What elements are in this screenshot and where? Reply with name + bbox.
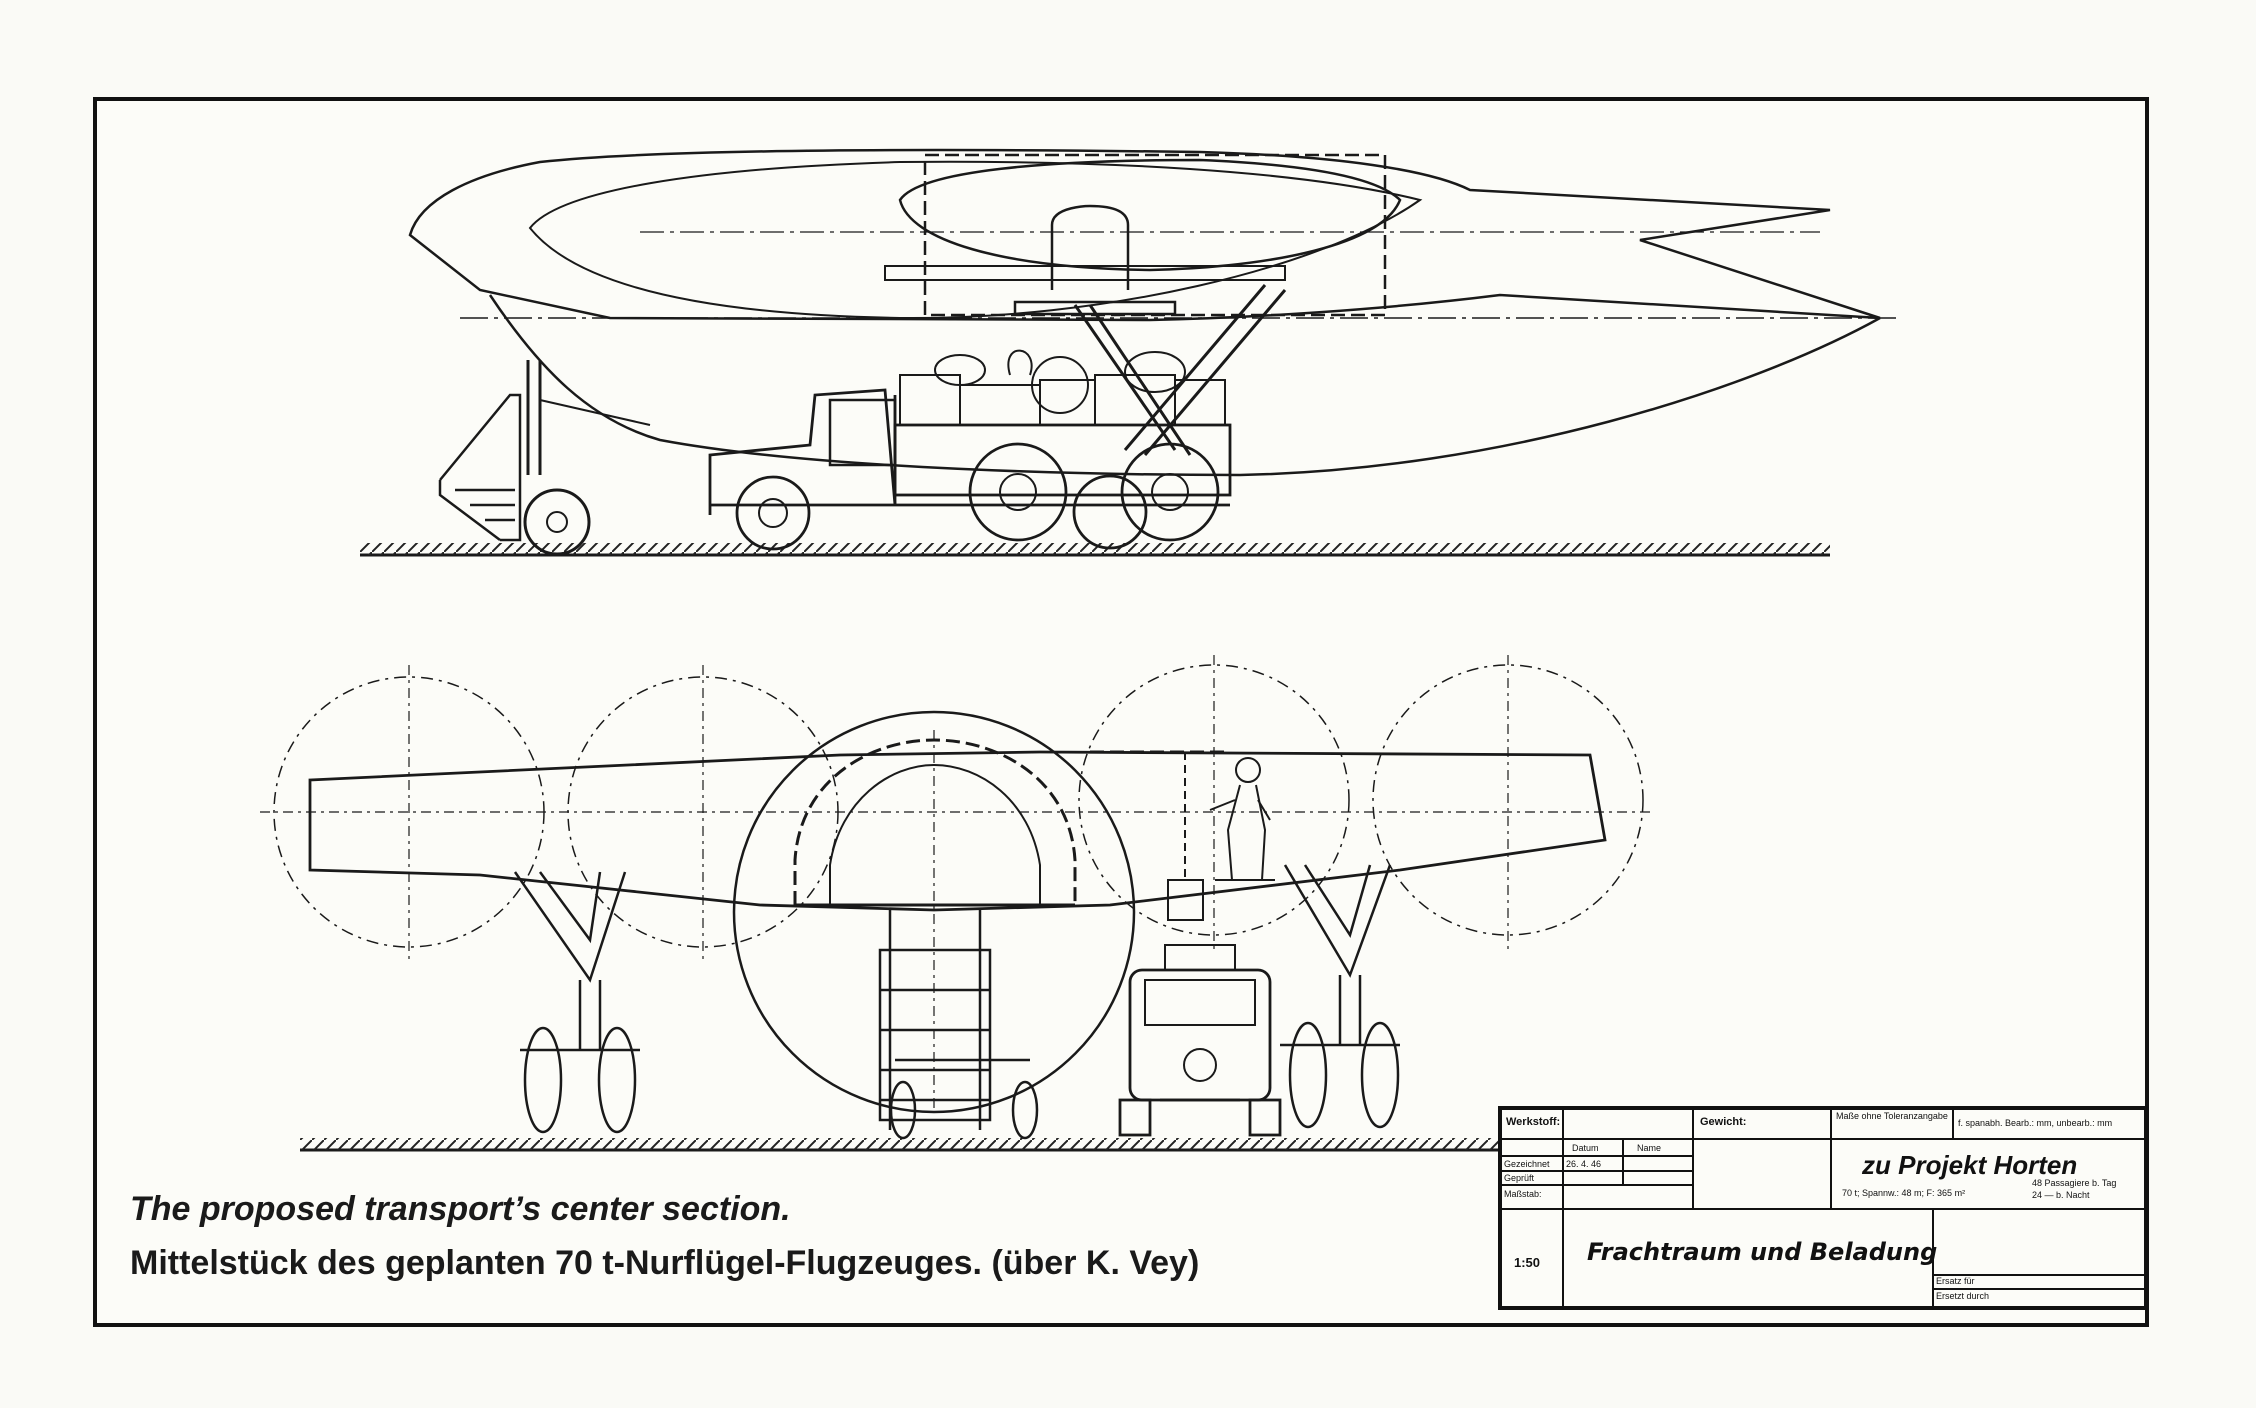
tb-scale: 1:50 bbox=[1514, 1255, 1541, 1270]
tb-specs-3: 24 — b. Nacht bbox=[2032, 1190, 2090, 1200]
tb-date-value: 26. 4. 46 bbox=[1566, 1159, 1602, 1169]
side-loading-ramp bbox=[1073, 284, 1287, 456]
front-main-gear-left bbox=[513, 871, 640, 1134]
tb-ersetzt-durch: Ersetzt durch bbox=[1936, 1291, 1990, 1301]
side-nose-gear bbox=[523, 360, 651, 556]
tb-specs-1: 70 t; Spannw.: 48 m; F: 365 m² bbox=[1842, 1188, 1966, 1198]
side-airfoil-section bbox=[528, 160, 1423, 320]
side-ground-line bbox=[360, 543, 1830, 557]
front-cargo-arch bbox=[793, 738, 1077, 905]
side-cargo-section bbox=[898, 158, 1402, 272]
side-cargo-dome bbox=[1050, 204, 1130, 290]
tb-ersatz-fuer: Ersatz für bbox=[1936, 1276, 1975, 1286]
front-main-gear-right bbox=[1280, 864, 1400, 1129]
side-cargo-hold bbox=[923, 153, 1387, 317]
tb-massstab: Maßstab: bbox=[1504, 1189, 1542, 1199]
front-fuselage-circle bbox=[732, 710, 1136, 1114]
front-wing-outline bbox=[308, 750, 1607, 912]
side-nose-stairs bbox=[438, 393, 522, 542]
front-stairs bbox=[878, 910, 1039, 1140]
tb-drawing-title: Frachtraum und Beladung bbox=[1587, 1238, 1938, 1266]
side-cargo-load bbox=[899, 349, 1226, 426]
front-worker-figure bbox=[1209, 757, 1275, 881]
tb-gezeichnet: Gezeichnet bbox=[1504, 1159, 1550, 1169]
front-view bbox=[260, 655, 1650, 1152]
front-hoist bbox=[1167, 752, 1204, 921]
tb-masse: Maße ohne Toleranzangabe bbox=[1836, 1111, 1948, 1121]
tb-geprueft: Geprüft bbox=[1504, 1173, 1535, 1183]
tb-name: Name bbox=[1637, 1143, 1662, 1153]
tb-datum: Datum bbox=[1572, 1143, 1599, 1153]
tb-werkstoff: Werkstoff: bbox=[1506, 1116, 1561, 1128]
tb-specs-2: 48 Passagiere b. Tag bbox=[2032, 1178, 2117, 1188]
tb-gewicht: Gewicht: bbox=[1700, 1116, 1747, 1128]
caption-english: The proposed transport’s center section. bbox=[130, 1190, 791, 1228]
front-ground-line bbox=[300, 1138, 1500, 1152]
tb-project: zu Projekt Horten bbox=[1862, 1150, 2078, 1180]
side-wing-outline bbox=[408, 148, 1881, 322]
side-view bbox=[360, 148, 1900, 557]
caption-german: Mittelstück des geplanten 70 t-Nurflügel… bbox=[130, 1244, 1200, 1282]
tb-genauigkeit: f. spanabh. Bearb.: mm, unbearb.: mm bbox=[1958, 1118, 2113, 1128]
front-truck bbox=[1118, 944, 1282, 1137]
title-block: Werkstoff: Gewicht: Maße ohne Toleranzan… bbox=[1498, 1106, 2148, 1310]
